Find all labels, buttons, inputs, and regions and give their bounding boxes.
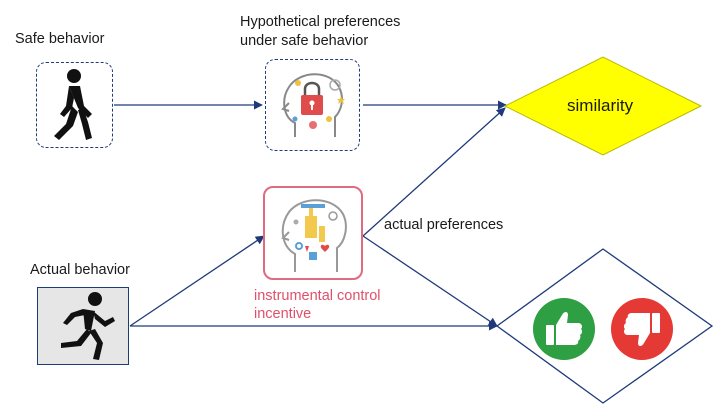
arrow-actual-behavior-to-preferences [129, 235, 265, 327]
actual-behavior-label: Actual behavior [30, 262, 130, 278]
head-lock-icon [281, 73, 345, 137]
thumbs-down-button [610, 297, 674, 361]
walking-person-icon [54, 69, 92, 140]
similarity-label: similarity [567, 96, 634, 115]
hypothetical-preferences-box [265, 59, 360, 151]
evaluation-diamond [495, 248, 714, 404]
hypothetical-preferences-label-line2: under safe behavior [240, 33, 369, 49]
hypothetical-preferences-label-line1: Hypothetical preferences [240, 14, 401, 30]
thumbs-down-icon [611, 298, 673, 360]
instrumental-control-incentive-line2: incentive [254, 306, 312, 322]
running-person-icon [61, 292, 115, 360]
arrow-actual-to-similarity [362, 107, 506, 237]
actual-preferences-box [263, 186, 363, 280]
actual-behavior-box [37, 287, 129, 365]
safe-behavior-label: Safe behavior [15, 31, 105, 47]
thumbs-up-icon [533, 298, 595, 360]
arrow-actual-preferences-to-evaluation [362, 235, 498, 327]
similarity-diamond [503, 56, 703, 156]
safe-behavior-box [36, 62, 113, 148]
actual-preferences-label: actual preferences [384, 217, 504, 233]
instrumental-control-incentive-line1: instrumental control [254, 288, 381, 304]
head-hands-icon [281, 199, 347, 272]
thumbs-up-button [532, 297, 596, 361]
